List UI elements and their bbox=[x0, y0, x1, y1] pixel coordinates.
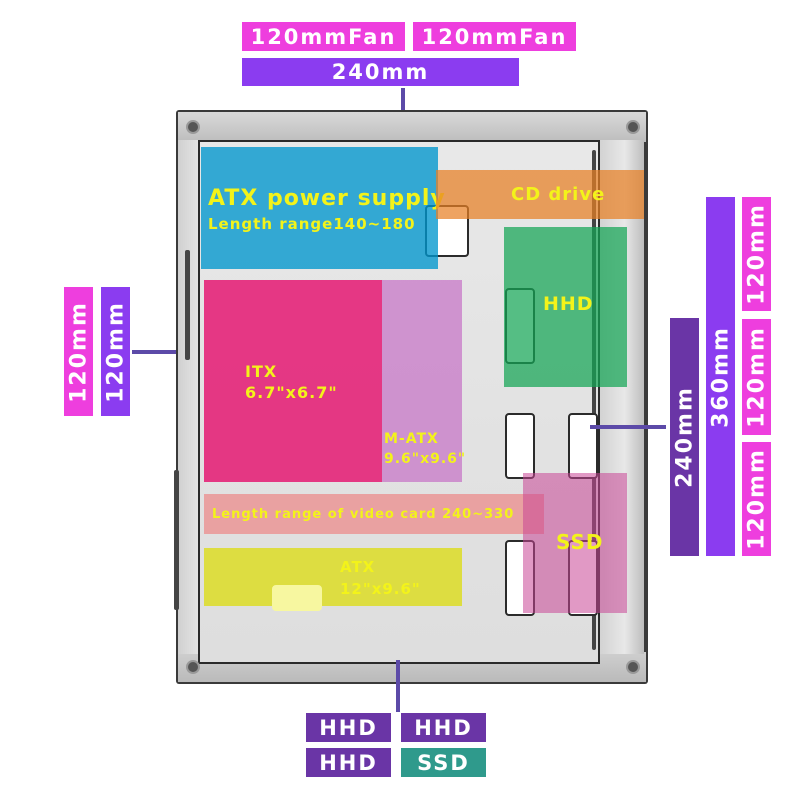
screw-icon bbox=[626, 660, 640, 674]
psu-title: ATX power supply bbox=[208, 186, 446, 211]
itx-zone bbox=[204, 280, 382, 482]
video-card-label: Length range of video card 240~330 bbox=[212, 507, 515, 522]
right-fan-1-text: 120mm bbox=[744, 203, 769, 305]
ssd-zone bbox=[523, 473, 627, 613]
left-fan-b-label: 120mm bbox=[101, 287, 130, 416]
atx-size: 12"x9.6" bbox=[340, 580, 421, 598]
right-rad-240-label: 240mm bbox=[670, 318, 699, 556]
right-fan-1-label: 120mm bbox=[742, 197, 771, 311]
side-vent-slot bbox=[592, 150, 596, 650]
atx-cutout bbox=[272, 585, 322, 611]
bottom-bay-3-label: HHD bbox=[306, 748, 391, 777]
side-vent-slot bbox=[185, 250, 190, 360]
ssd-label: SSD bbox=[556, 530, 604, 554]
top-fan-right-label: 120mmFan bbox=[413, 22, 576, 51]
side-vent-slot bbox=[174, 470, 179, 610]
top-fan-left-label: 120mmFan bbox=[242, 22, 405, 51]
case-top-panel bbox=[178, 112, 646, 142]
screw-icon bbox=[186, 120, 200, 134]
hhd-cage-label: HHD bbox=[543, 293, 594, 315]
hhd-cage-zone bbox=[504, 227, 627, 387]
right-rad-360-label: 360mm bbox=[706, 197, 735, 556]
right-rad-240-text: 240mm bbox=[672, 386, 697, 488]
psu-zone bbox=[201, 147, 438, 269]
left-connector-line bbox=[132, 350, 190, 354]
matx-title: M-ATX bbox=[384, 431, 439, 447]
video-card-zone bbox=[204, 494, 544, 534]
bottom-connector-line bbox=[396, 660, 400, 712]
itx-title: ITX bbox=[245, 362, 278, 381]
psu-range: Length range140~180 bbox=[208, 215, 416, 233]
right-rad-360-text: 360mm bbox=[708, 325, 733, 428]
case-left-rail bbox=[178, 140, 200, 654]
right-connector-line bbox=[590, 425, 666, 429]
cd-drive-label: CD drive bbox=[511, 184, 606, 205]
left-fan-a-label: 120mm bbox=[64, 287, 93, 416]
bottom-bay-1-label: HHD bbox=[306, 713, 391, 742]
bottom-bay-2-label: HHD bbox=[401, 713, 486, 742]
top-radiator-label: 240mm bbox=[242, 58, 519, 86]
right-fan-2-label: 120mm bbox=[742, 319, 771, 435]
itx-size: 6.7"x6.7" bbox=[245, 383, 338, 402]
screw-icon bbox=[626, 120, 640, 134]
right-fan-3-text: 120mm bbox=[744, 448, 769, 550]
cd-drive-zone bbox=[436, 170, 644, 219]
matx-size: 9.6"x9.6" bbox=[384, 451, 467, 467]
atx-title: ATX bbox=[340, 558, 376, 576]
drive-cage-slot bbox=[505, 413, 535, 479]
left-fan-b-text: 120mm bbox=[103, 300, 128, 403]
left-fan-a-text: 120mm bbox=[66, 300, 91, 403]
screw-icon bbox=[186, 660, 200, 674]
right-fan-2-text: 120mm bbox=[744, 326, 769, 428]
atx-zone bbox=[204, 548, 462, 606]
drive-cage-slot bbox=[568, 413, 598, 479]
right-fan-3-label: 120mm bbox=[742, 442, 771, 556]
bottom-bay-4-label: SSD bbox=[401, 748, 486, 777]
